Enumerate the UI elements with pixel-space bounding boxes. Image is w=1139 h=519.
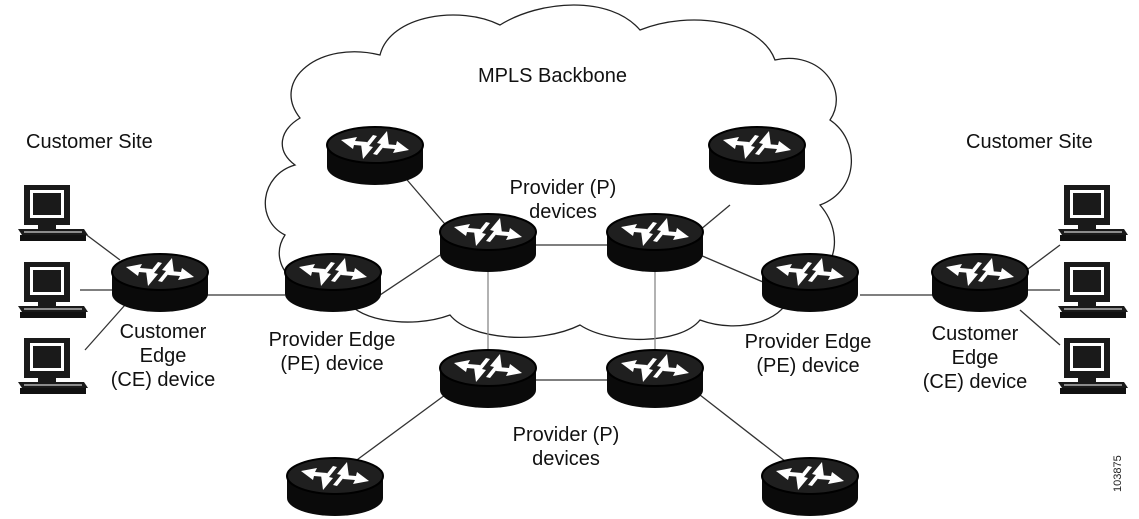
right-ce-line-1: Customer (931, 323, 1019, 345)
p-top-line-1: Provider (P) (509, 177, 617, 199)
router-bottom-left-icon (286, 457, 384, 517)
p-top-line-2: devices (529, 201, 597, 223)
cloud-label: MPLS Backbone (478, 65, 627, 87)
p-router-top-left-icon (326, 126, 424, 186)
right-ce-line-3: (CE) device (922, 371, 1028, 393)
router-bottom-right-icon (761, 457, 859, 517)
right-site-label: Customer Site (966, 131, 1093, 153)
p-bottom-line-2: devices (532, 448, 600, 470)
workstation-left-1-icon (17, 184, 89, 242)
right-ce-line-2: Edge (951, 347, 999, 369)
workstation-right-1-icon (1057, 184, 1129, 242)
right-ce-label: Customer Edge (CE) device (910, 322, 1040, 394)
left-ce-line-3: (CE) device (110, 369, 216, 391)
left-pe-line-1: Provider Edge (268, 329, 396, 351)
pe-router-left-icon (284, 253, 382, 313)
p-bottom-line-1: Provider (P) (512, 424, 620, 446)
p-router-lower-right-icon (606, 349, 704, 409)
right-pe-line-1: Provider Edge (744, 331, 872, 353)
left-site-label: Customer Site (26, 131, 153, 153)
ce-router-left-icon (111, 253, 209, 313)
workstation-left-2-icon (17, 261, 89, 319)
figure-id: 103875 (1112, 455, 1124, 492)
left-ce-label: Customer Edge (CE) device (98, 320, 228, 392)
workstation-right-2-icon (1057, 261, 1129, 319)
right-pe-label: Provider Edge (PE) device (728, 330, 888, 378)
pe-router-right-icon (761, 253, 859, 313)
p-devices-top-label: Provider (P) devices (493, 176, 633, 224)
left-pe-line-2: (PE) device (280, 353, 384, 375)
workstation-left-3-icon (17, 337, 89, 395)
ce-router-right-icon (931, 253, 1029, 313)
left-ce-line-1: Customer (119, 321, 207, 343)
p-router-top-right-icon (708, 126, 806, 186)
left-ce-line-2: Edge (139, 345, 187, 367)
p-router-lower-left-icon (439, 349, 537, 409)
right-pe-line-2: (PE) device (756, 355, 860, 377)
p-devices-bottom-label: Provider (P) devices (496, 423, 636, 471)
left-pe-label: Provider Edge (PE) device (252, 328, 412, 376)
workstation-right-3-icon (1057, 337, 1129, 395)
